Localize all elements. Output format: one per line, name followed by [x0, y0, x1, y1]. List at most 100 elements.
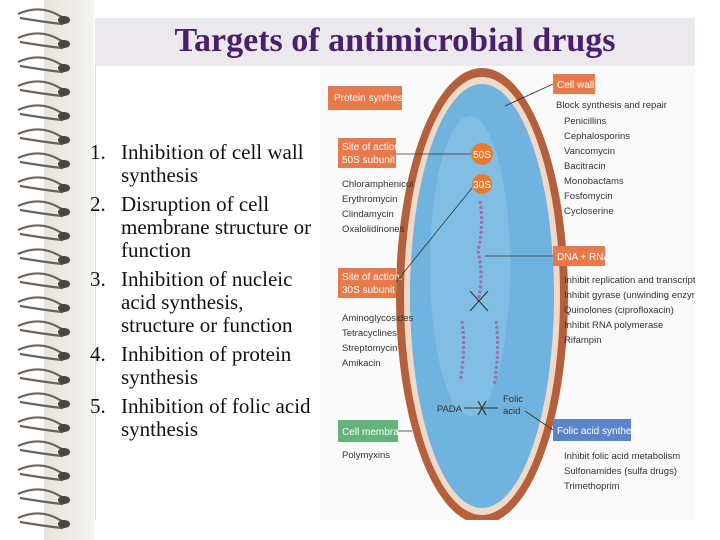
binding-hole	[58, 232, 70, 240]
list-item-number: 2.	[90, 193, 106, 216]
binding-hole	[58, 40, 70, 48]
cell-wall-drug: Vancomycin	[564, 146, 615, 157]
binding-ring	[18, 57, 66, 72]
binding-hole	[58, 352, 70, 360]
binding-hole	[58, 424, 70, 432]
binding-hole	[58, 472, 70, 480]
drug-30s: Aminoglycosides	[342, 313, 414, 324]
target-list: 1. Inhibition of cell wall synthesis 2. Di…	[88, 141, 320, 447]
binding-ring	[18, 81, 66, 96]
binding-ring	[18, 201, 66, 216]
cell-wall-drug: Monobactams	[564, 176, 624, 187]
binding-ring	[18, 153, 66, 168]
ribosome-30s-label: 30S	[473, 180, 491, 191]
dna-rna-line: Quinolones (ciprofloxacin)	[564, 305, 674, 316]
list-item-text: Inhibition of nucleic acid synthesis, st…	[121, 267, 292, 337]
binding-hole	[58, 328, 70, 336]
binding-ring	[18, 177, 66, 192]
binding-hole	[58, 64, 70, 72]
binding-hole	[58, 496, 70, 504]
cell-wall-drug: Fosfomycin	[564, 191, 613, 202]
site-50s-line2: 50S subunit	[342, 155, 395, 166]
list-item-text: Disruption of cell membrane structure or…	[121, 192, 311, 262]
list-item: 1. Inhibition of cell wall synthesis	[88, 141, 320, 187]
binding-hole	[58, 304, 70, 312]
folic-acid-label-2: acid	[503, 406, 520, 417]
site-50s-line1: Site of action:	[342, 142, 403, 153]
binding-ring	[18, 273, 66, 288]
binding-ring	[18, 345, 66, 360]
folic-acid-label-1: Folic	[503, 394, 523, 405]
binding-ring	[18, 369, 66, 384]
cell-wall-drug: Cycloserine	[564, 206, 614, 217]
binding-hole	[58, 88, 70, 96]
folic-acid-synthesis-label: Folic acid synthesis	[557, 426, 644, 437]
drug-30s: Amikacin	[342, 358, 381, 369]
drug-30s: Streptomycin	[342, 343, 397, 354]
cell-wall-label: Cell wall	[557, 80, 594, 91]
binding-hole	[58, 280, 70, 288]
drug-30s: Tetracyclines	[342, 328, 397, 339]
binding-ring	[18, 105, 66, 120]
site-30s-line2: 30S subunit	[342, 285, 395, 296]
list-item-text: Inhibition of protein synthesis	[121, 342, 291, 389]
binding-hole	[58, 520, 70, 528]
binding-hole	[58, 160, 70, 168]
binding-hole	[58, 16, 70, 24]
binding-ring	[18, 33, 66, 48]
dna-rna-line: Rifampin	[564, 335, 602, 346]
cell-wall-heading: Block synthesis and repair	[556, 100, 667, 111]
drug-membrane: Polymyxins	[342, 450, 390, 461]
binding-hole	[58, 112, 70, 120]
bacterial-cell-figure: 50S 30S PADA Folic acid Protein synthesi…	[320, 66, 695, 520]
binding-ring	[18, 465, 66, 480]
binding-hole	[58, 256, 70, 264]
list-item: 2. Disruption of cell membrane structure …	[88, 193, 320, 262]
list-item-text: Inhibition of folic acid synthesis	[121, 394, 311, 441]
cell-wall-drug: Penicillins	[564, 116, 606, 127]
site-30s-line1: Site of action:	[342, 272, 403, 283]
pada-label: PADA	[437, 404, 463, 415]
list-item-text: Inhibition of cell wall synthesis	[121, 140, 304, 187]
folic-line: Trimethoprim	[564, 481, 620, 492]
binding-ring	[18, 297, 66, 312]
binding-hole	[58, 208, 70, 216]
folic-line: Sulfonamides (sulfa drugs)	[564, 466, 677, 477]
figure-svg: 50S 30S PADA Folic acid Protein synthesi…	[320, 66, 695, 520]
binding-ring	[18, 225, 66, 240]
binding-ring	[18, 441, 66, 456]
list-item-number: 4.	[90, 343, 106, 366]
dna-rna-line: Inhibit replication and transcription	[564, 275, 695, 286]
folic-line: Inhibit folic acid metabolism	[564, 451, 680, 462]
ribosome-50s-label: 50S	[473, 150, 491, 161]
dna-rna-line: Inhibit gyrase (unwinding enzymes)	[564, 290, 695, 301]
binding-hole	[58, 400, 70, 408]
binding-ring	[18, 393, 66, 408]
list-item-number: 5.	[90, 395, 106, 418]
drug-50s: Chloramphenicol	[342, 179, 413, 190]
dna-rna-label: DNA + RNA	[557, 252, 610, 263]
list-item: 5. Inhibition of folic acid synthesis	[88, 395, 320, 441]
cell-wall-drug: Bacitracin	[564, 161, 606, 172]
binding-ring	[18, 249, 66, 264]
binding-hole	[58, 136, 70, 144]
list-item: 3. Inhibition of nucleic acid synthesis, …	[88, 268, 320, 337]
binding-ring	[18, 417, 66, 432]
list-item-number: 3.	[90, 268, 106, 291]
list-item-number: 1.	[90, 141, 106, 164]
binding-ring	[18, 129, 66, 144]
slide-title: Targets of antimicrobial drugs	[95, 22, 695, 60]
drug-50s: Erythromycin	[342, 194, 397, 205]
binding-ring	[18, 321, 66, 336]
drug-50s: Oxalolidinones	[342, 224, 405, 235]
binding-ring	[18, 513, 66, 528]
list-item: 4. Inhibition of protein synthesis	[88, 343, 320, 389]
binding-hole	[58, 448, 70, 456]
protein-synthesis-label: Protein synthesis	[334, 93, 410, 104]
drug-50s: Clindamycin	[342, 209, 394, 220]
cell-wall-drug: Cephalosporins	[564, 131, 630, 142]
binding-ring	[18, 9, 66, 24]
cell-membrane-label: Cell membrane	[342, 427, 410, 438]
binding-hole	[58, 376, 70, 384]
dna-rna-line: Inhibit RNA polymerase	[564, 320, 663, 331]
